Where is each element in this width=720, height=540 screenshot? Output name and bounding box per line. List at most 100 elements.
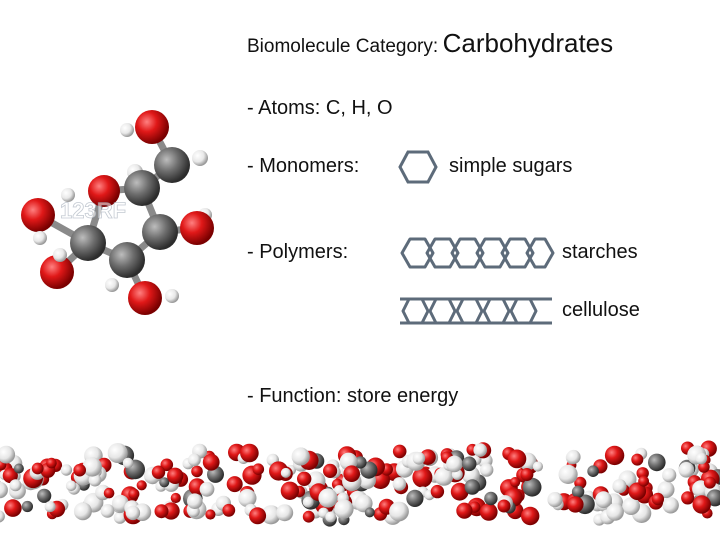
watermark-logo: 123RF: [60, 198, 126, 223]
chain-atom: [354, 456, 367, 469]
chain-atom: [100, 504, 115, 518]
chain-atom: [520, 468, 534, 481]
chain-atom: [464, 479, 480, 495]
chain-atom: [343, 465, 361, 482]
chain-atom: [122, 457, 134, 469]
chain-atom: [103, 487, 115, 499]
chain-atom: [430, 484, 445, 499]
atoms-line: - Atoms: C, H, O: [247, 97, 393, 119]
chain-atom: [461, 456, 477, 472]
chain-atom: [521, 506, 540, 526]
chain-atom: [202, 453, 220, 471]
starch-chain-icon: [400, 237, 555, 269]
chain-atom: [37, 488, 52, 503]
chain-atom: [113, 511, 127, 524]
chain-atom: [631, 453, 644, 466]
chain-atom: [280, 481, 300, 500]
chain-atom: [302, 510, 315, 523]
chain-atom: [125, 505, 141, 521]
chain-atom: [480, 463, 494, 477]
chain-atom: [9, 479, 22, 492]
chain-atom: [167, 467, 184, 484]
chain-atom: [240, 443, 259, 463]
chain-atom: [191, 465, 203, 478]
chain-atom: [46, 457, 57, 469]
chain-atom: [456, 502, 473, 519]
chain-atom: [154, 504, 169, 519]
chain-atom: [662, 468, 677, 483]
chain-atom: [325, 511, 337, 523]
chain-atom: [484, 491, 498, 506]
chain-atom: [392, 444, 407, 459]
chain-atom: [82, 457, 102, 477]
chain-atom: [628, 482, 647, 500]
chain-atom: [4, 499, 22, 517]
chain-atom: [406, 489, 424, 507]
glucose-molecule-image: 123RF: [21, 110, 214, 315]
chain-atom: [199, 481, 215, 497]
function-line: - Function: store energy: [247, 385, 459, 407]
chain-atom: [318, 488, 338, 508]
chain-atom: [612, 479, 627, 494]
chain-atom: [73, 502, 92, 521]
chain-atom: [252, 463, 265, 475]
polymers-label: - Polymers:: [247, 241, 349, 263]
chain-atom: [187, 493, 203, 509]
chain-atom: [480, 503, 498, 521]
chain-atom: [159, 477, 170, 488]
chain-atom: [31, 462, 44, 475]
chain-atom: [226, 476, 243, 493]
chain-atom: [692, 495, 711, 514]
chain-atom: [334, 499, 354, 519]
chain-atom: [412, 467, 433, 488]
chain-atom: [606, 503, 624, 521]
chain-atom: [222, 503, 236, 517]
chain-atom: [595, 491, 612, 509]
chain-atom: [412, 452, 426, 465]
chain-atom: [128, 488, 140, 500]
chain-atom: [136, 480, 147, 491]
chain-atom: [107, 443, 128, 463]
chain-atom: [638, 475, 649, 487]
chain-atom: [532, 461, 544, 472]
chain-atom: [681, 491, 695, 505]
chain-atom: [276, 504, 294, 522]
heading-value: Carbohydrates: [442, 28, 614, 58]
chain-atom: [604, 445, 625, 466]
chain-atom: [651, 492, 665, 506]
monomers-value: simple sugars: [449, 155, 573, 177]
chain-atom: [0, 510, 5, 523]
chain-atom: [622, 497, 640, 515]
chain-atom: [657, 481, 675, 499]
chain-atom: [450, 482, 469, 501]
cellulose-chain-icon: [400, 297, 552, 325]
chain-atom: [291, 447, 310, 466]
chain-atom: [678, 462, 695, 478]
chain-atom: [323, 463, 338, 478]
chain-atom: [44, 501, 56, 513]
chain-atom: [261, 505, 281, 525]
chain-atom: [73, 463, 86, 477]
chain-atom: [297, 471, 312, 486]
chain-atom: [188, 453, 201, 467]
chain-atom: [302, 496, 314, 508]
chain-atom: [60, 464, 73, 476]
chain-atom: [88, 473, 102, 487]
chain-atom: [648, 453, 666, 472]
polymer-item-starches: starches: [562, 241, 638, 263]
monomers-label: - Monomers:: [247, 155, 360, 177]
chain-atom: [703, 476, 716, 489]
polymer-item-cellulose: cellulose: [562, 299, 640, 321]
chain-atom: [238, 489, 257, 508]
chain-atom: [21, 500, 33, 513]
chain-atom: [205, 509, 216, 520]
chain-atom: [509, 477, 521, 488]
chain-atom: [567, 496, 584, 513]
chain-atom: [507, 449, 527, 469]
chain-atom: [473, 443, 488, 457]
chain-atom: [2, 467, 18, 484]
chain-atom: [249, 507, 267, 525]
chain-atom: [571, 485, 585, 498]
chain-atom: [434, 467, 454, 486]
chain-atom: [695, 452, 708, 465]
